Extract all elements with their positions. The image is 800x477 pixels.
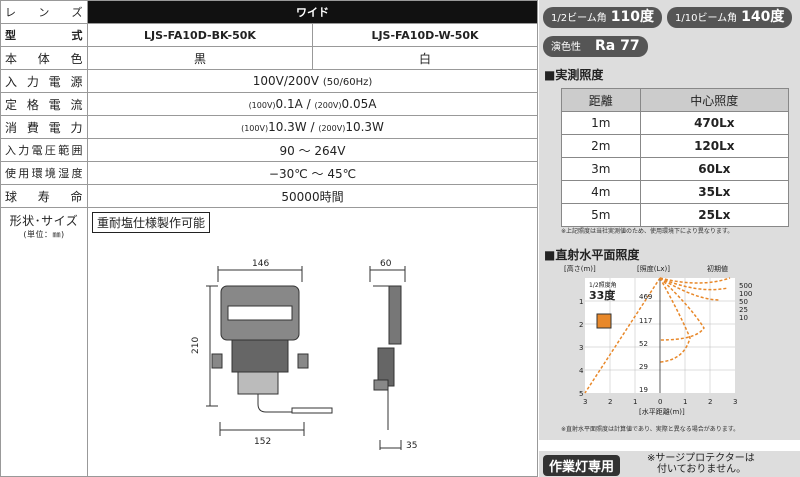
spec-table: レンズ ワイド 型式 LJS-FA10D-BK-50K LJS-FA10D-W-… [0,0,538,477]
svg-text:5: 5 [579,390,583,398]
spec-value: 50000時間 [87,184,538,208]
spec-value: −30℃ ～ 45℃ [87,161,538,185]
lux-footnote: ※上記照度は当社実測値のため、使用環境下により異なります。 [561,228,734,235]
svg-text:4: 4 [579,367,584,375]
spec-value: 100V/200V (50/60Hz) [87,69,538,93]
lux-header: 距離 [561,88,641,112]
svg-text:3: 3 [579,344,583,352]
lux-header: 中心照度 [639,88,790,112]
svg-text:100: 100 [739,290,752,298]
spec-row-power: 消費電力 (100V)10.3W / (200V)10.3W [0,115,538,139]
spec-value: LJS-FA10D-BK-50K [87,23,313,47]
spec-row-model: 型式 LJS-FA10D-BK-50K LJS-FA10D-W-50K [0,23,538,47]
work-light-tag: 作業灯専用 [543,455,621,476]
floodlight-dimension-drawing: 146 210 152 60 35 [191,259,417,450]
spec-row-shape: 形状･サイズ (単位：㎜) 重耐塩仕様製作可能 [0,207,538,477]
svg-text:19: 19 [639,386,648,394]
svg-text:10: 10 [739,314,748,322]
spec-label: 使用環境湿度 [0,161,88,185]
spec-value: 白 [312,46,538,70]
svg-text:1: 1 [683,398,687,406]
svg-text:29: 29 [639,363,648,371]
spec-label: 入力電圧範囲 [0,138,88,162]
work-light-notice: 作業灯専用 ※サージプロテクターは 付いておりません。 [539,451,800,477]
spec-label: 定格電流 [0,92,88,116]
spec-value: (100V)10.3W / (200V)10.3W [87,115,538,139]
spec-row-lens: レンズ ワイド [0,0,538,24]
svg-text:52: 52 [639,340,648,348]
graph-lux-label: [照度(Lx)] [637,264,670,273]
svg-text:0: 0 [658,398,662,406]
spec-value: 黒 [87,46,313,70]
spec-row-life: 球寿命 50000時間 [0,184,538,208]
svg-text:2: 2 [608,398,612,406]
lux-header-row: 距離 中心照度 [561,88,790,112]
svg-text:500: 500 [739,282,752,290]
shape-label-cell: 形状･サイズ (単位：㎜) [0,207,88,477]
spec-row-voltage-range: 入力電圧範囲 90 ～ 264V [0,138,538,162]
svg-text:1: 1 [579,298,583,306]
spec-value: ワイド [87,0,538,24]
graph-init-label: 初期値 [707,264,728,273]
graph-angle-value: 33度 [589,288,616,302]
svg-text:2: 2 [579,321,583,329]
shape-drawing-cell: 重耐塩仕様製作可能 [87,207,538,477]
dim-width-top: 146 [252,259,269,269]
spec-value: (100V)0.1A / (200V)0.05A [87,92,538,116]
dim-depth-top: 60 [380,259,392,269]
svg-text:25: 25 [739,306,748,314]
svg-text:3: 3 [583,398,587,406]
shape-unit: (単位：㎜) [23,230,65,239]
spec-label: 本体色 [0,46,88,70]
spec-label: レンズ [0,0,88,24]
spec-label: 消費電力 [0,115,88,139]
dim-depth-bottom: 35 [406,441,417,450]
spec-row-input: 入力電源 100V/200V (50/60Hz) [0,69,538,93]
svg-text:117: 117 [639,317,652,325]
illuminance-diagram: [高さ(m)] [照度(Lx)] 初期値 1/2照度角 33度 1 2 3 4 5 46… [564,264,752,416]
dim-height: 210 [191,337,201,354]
svg-text:2: 2 [708,398,712,406]
graph-angle-label: 1/2照度角 [589,281,617,289]
graph-y-label: [高さ(m)] [564,264,596,273]
salt-resistant-note: 重耐塩仕様製作可能 [92,212,211,233]
spec-label: 型式 [0,23,88,47]
direct-illuminance-title: ■直射水平面照度 [544,248,640,262]
spec-row-color: 本体色 黒 白 [0,46,538,70]
spec-value: LJS-FA10D-W-50K [312,23,538,47]
spec-value: 90 ～ 264V [87,138,538,162]
spec-label: 球寿命 [0,184,88,208]
spec-row-current: 定格電流 (100V)0.1A / (200V)0.05A [0,92,538,116]
surge-note: ※サージプロテクターは 付いておりません。 [647,453,755,475]
graph-x-label: [水平距離(m)] [639,407,685,416]
svg-text:50: 50 [739,298,748,306]
graph-footnote: ※直射水平面照度は計算値であり、実際と異なる場合があります。 [561,426,740,433]
measured-lux-title: ■実測照度 [544,68,604,82]
shape-label: 形状･サイズ [9,214,79,228]
spec-label: 入力電源 [0,69,88,93]
svg-text:469: 469 [639,293,652,301]
dim-width-bottom: 152 [254,437,271,447]
spec-row-temp: 使用環境湿度 −30℃ ～ 45℃ [0,161,538,185]
svg-text:3: 3 [733,398,737,406]
svg-text:1: 1 [633,398,637,406]
